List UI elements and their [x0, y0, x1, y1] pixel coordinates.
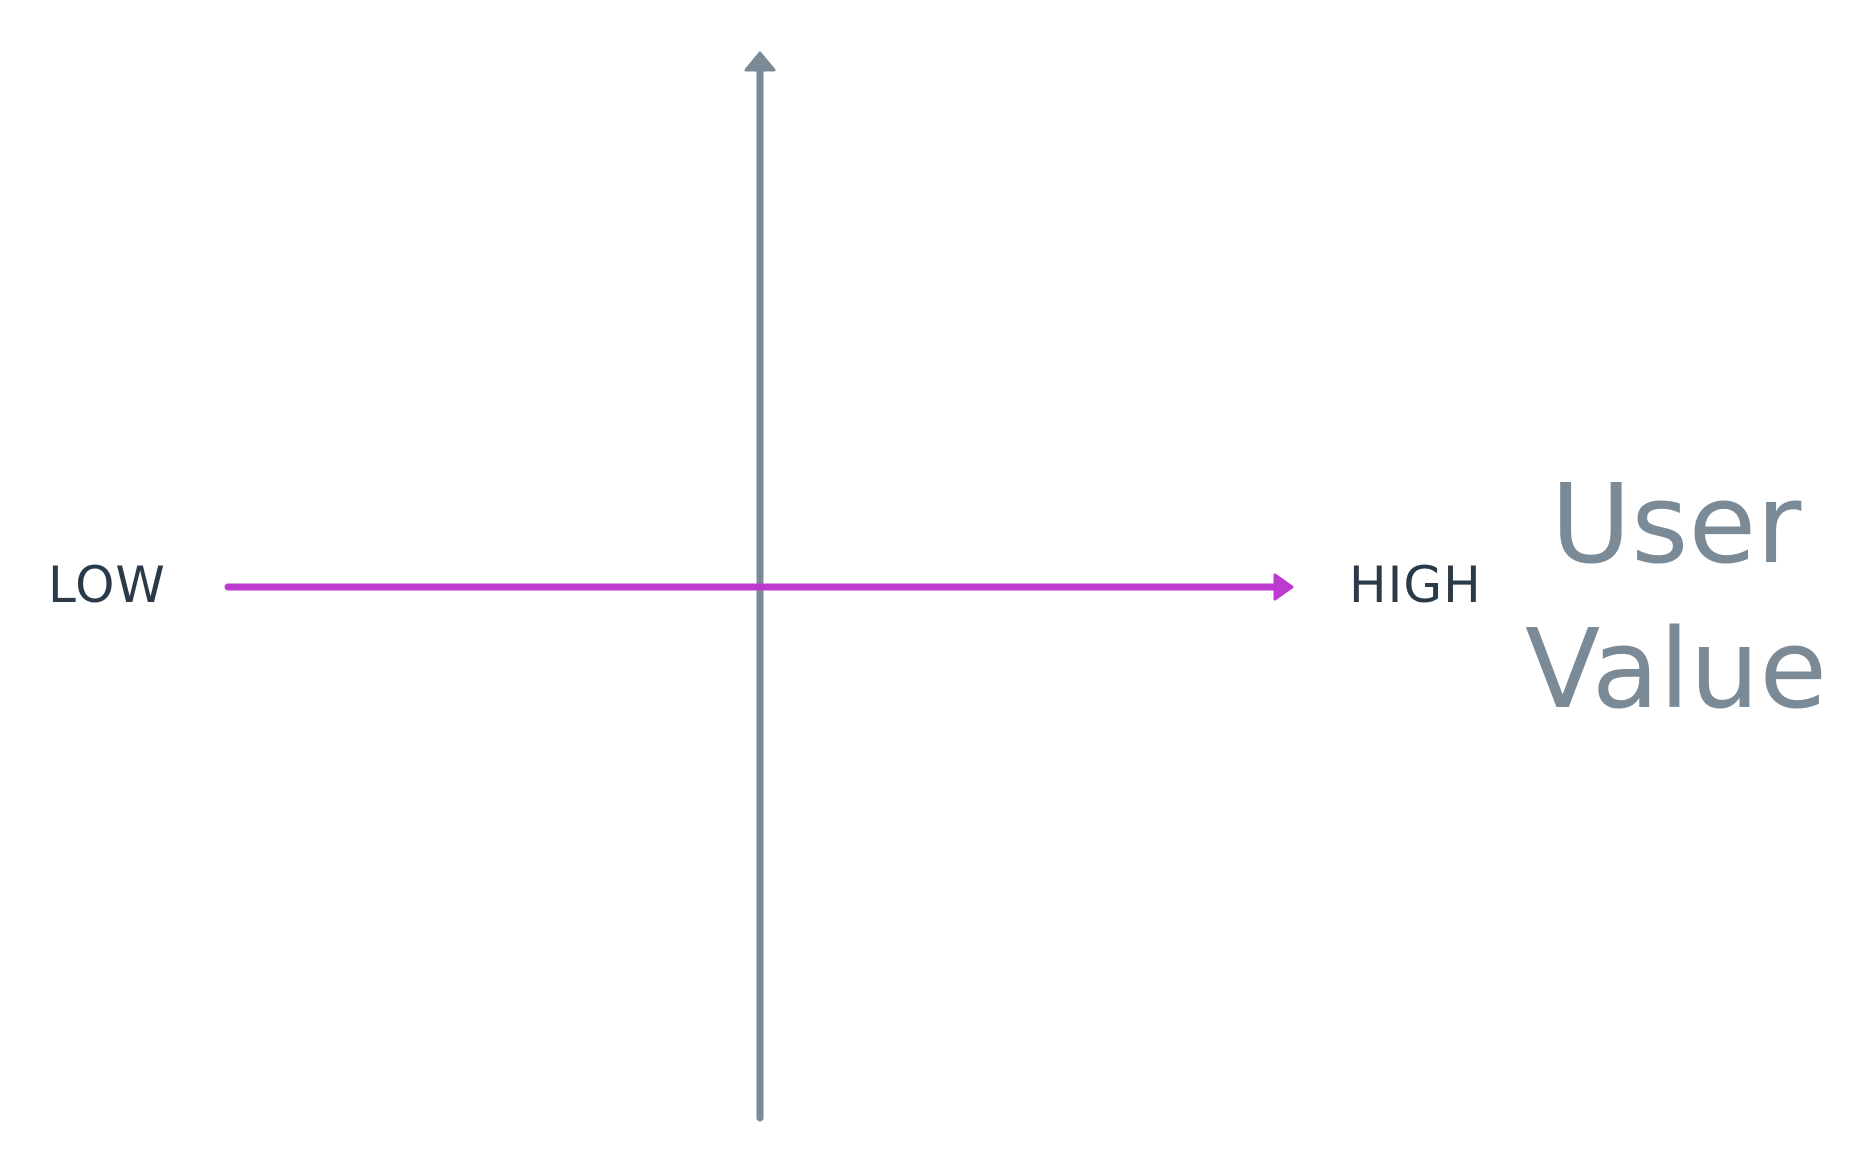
axis-title-line-1: User	[1550, 460, 1802, 588]
horizontal-axis-arrowhead	[1273, 573, 1294, 601]
horizontal-axis-title: User Value	[1525, 452, 1827, 742]
vertical-axis-arrowhead	[744, 51, 776, 72]
axis-low-label: LOW	[48, 556, 166, 614]
axis-high-label: HIGH	[1349, 556, 1482, 614]
axis-title-line-2: Value	[1525, 605, 1828, 734]
